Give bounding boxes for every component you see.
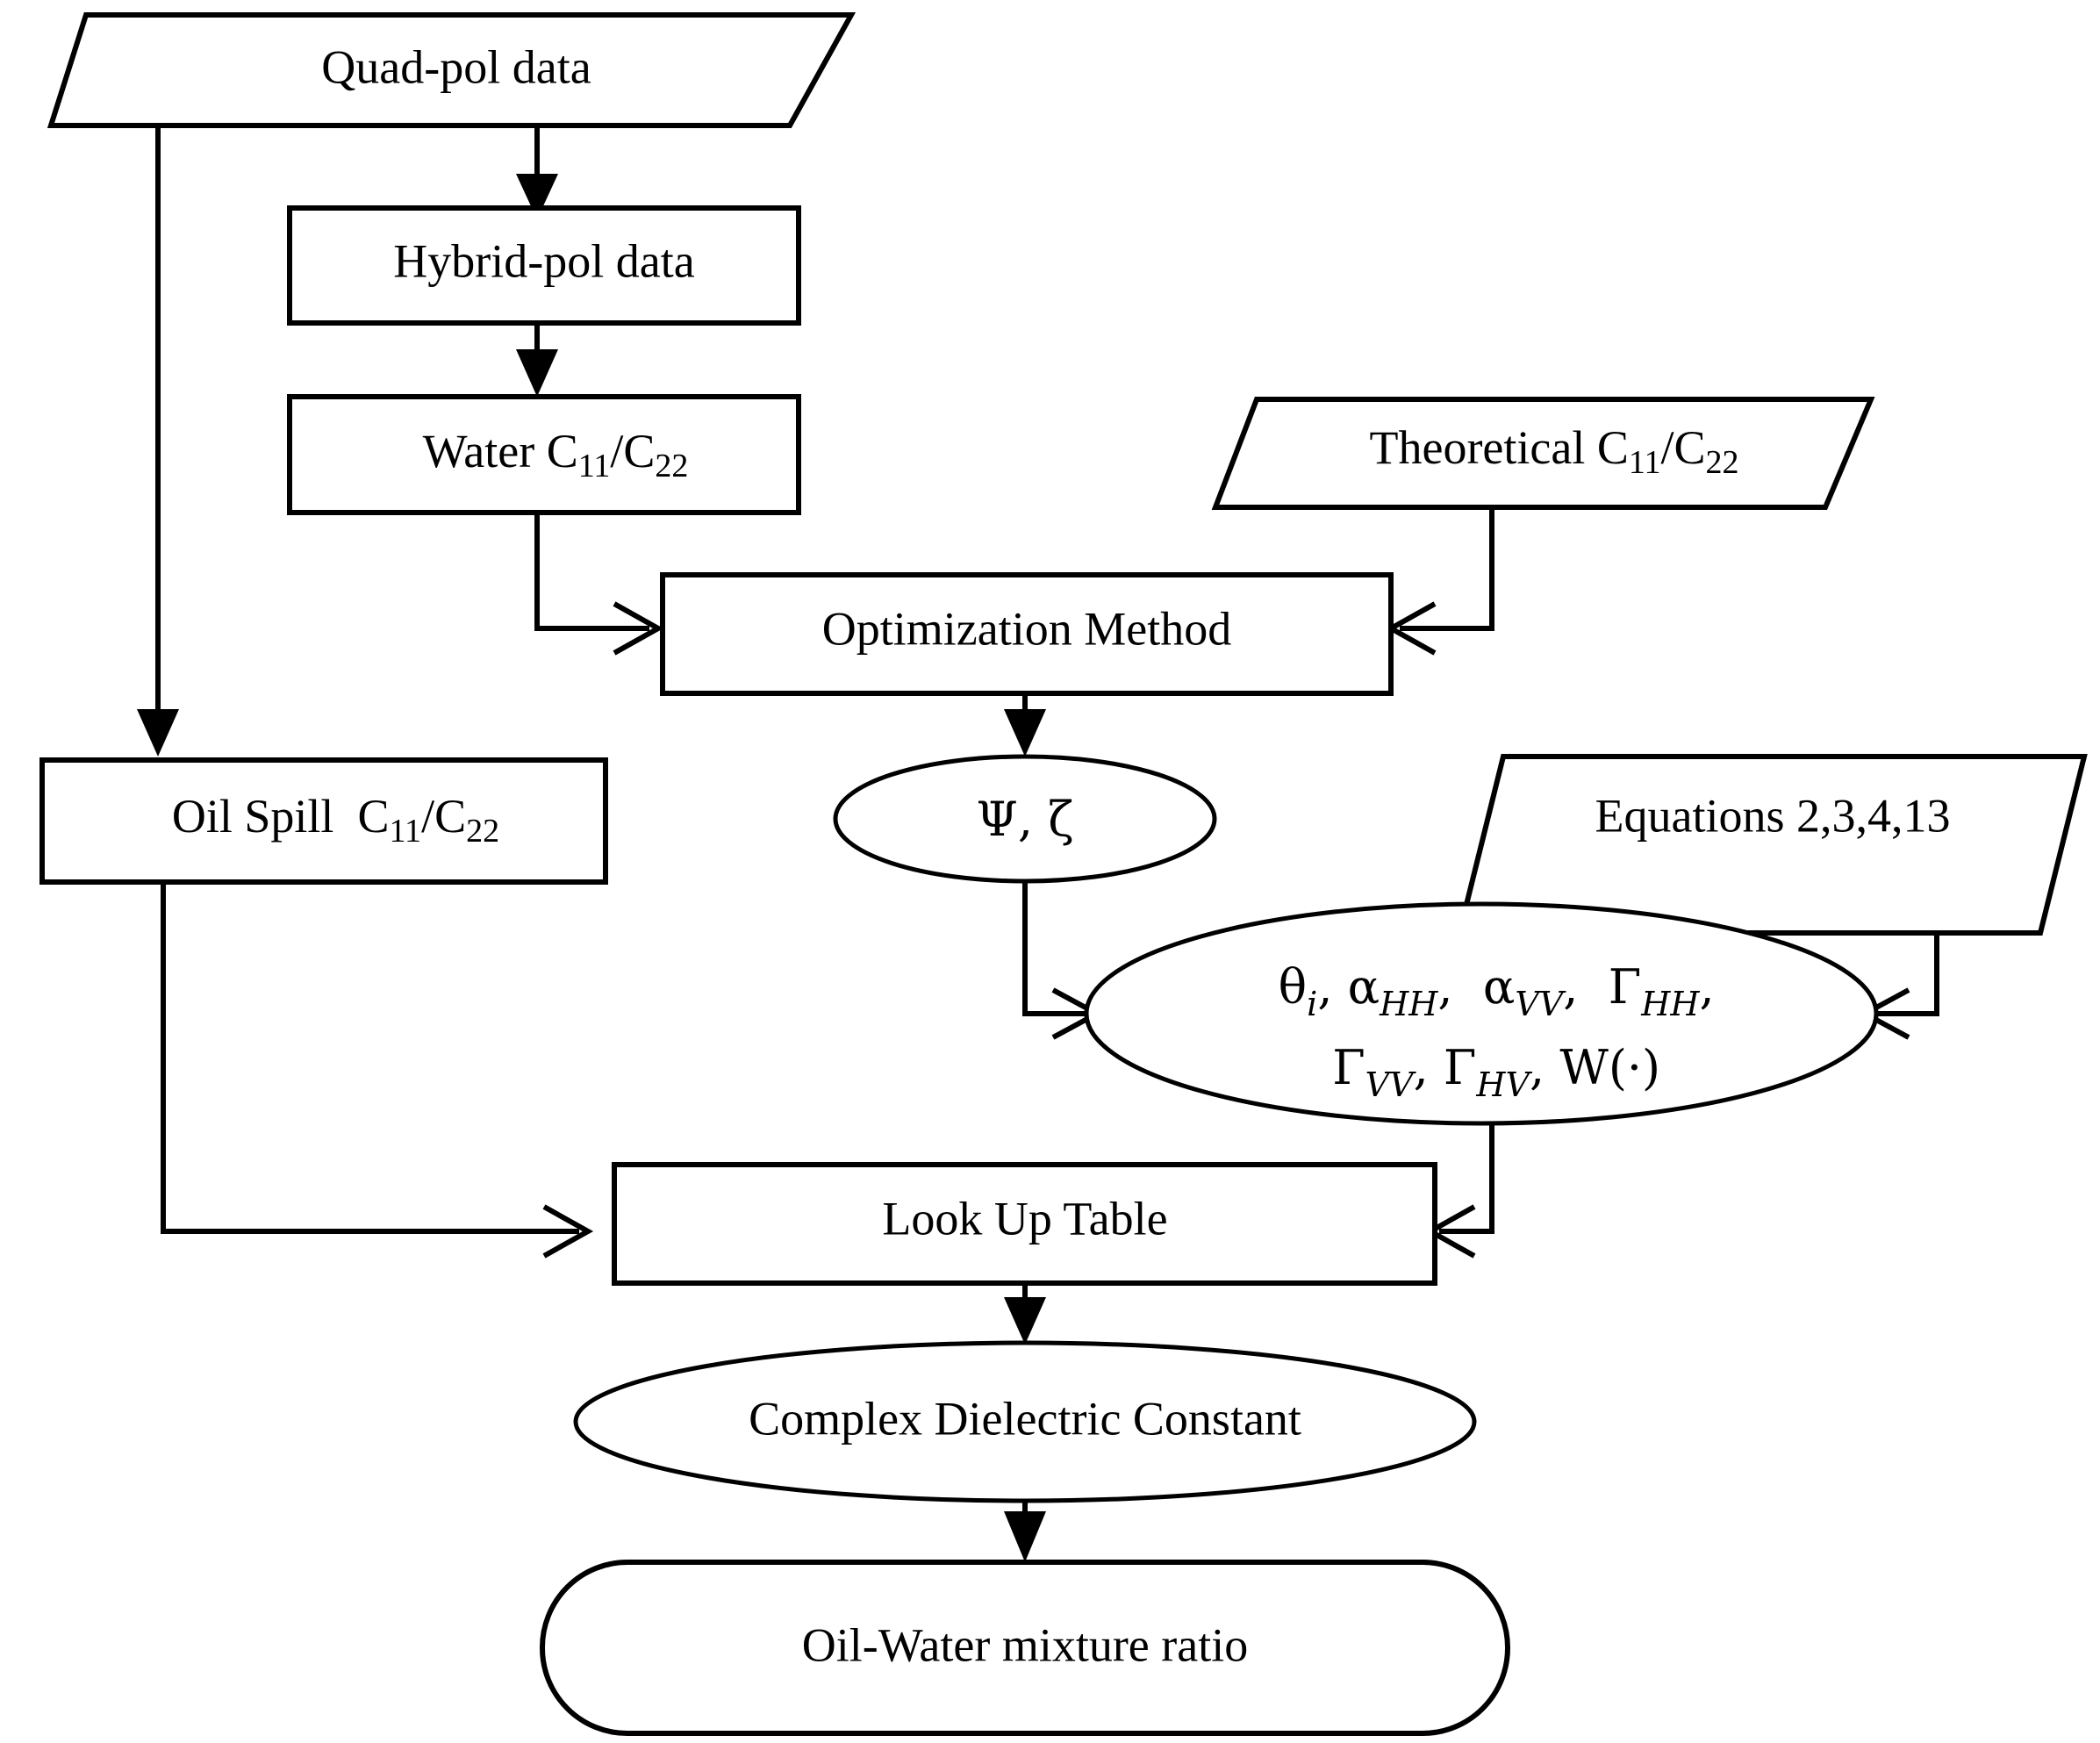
- p-gamma-hh-sub: HH: [1640, 985, 1700, 1023]
- oil-prefix: Oil Spill: [172, 790, 358, 843]
- node-label-ratio: Oil-Water mixture ratio: [802, 1618, 1248, 1671]
- theo-sub1: 11: [1629, 444, 1661, 481]
- p-sep4: ,: [1700, 959, 1715, 1015]
- water-prefix: Water: [423, 425, 547, 477]
- node-theoretical-c11-c22[interactable]: Theoretical C11/C22: [1211, 397, 1875, 510]
- p-sep6: ,: [1530, 1040, 1559, 1095]
- node-hybrid-pol-data[interactable]: Hybrid-pol data: [287, 205, 801, 326]
- p-alpha-hh-sub: HH: [1379, 985, 1438, 1023]
- p-sep5: ,: [1414, 1040, 1444, 1095]
- node-equations[interactable]: Equations 2,3,4,13: [1456, 754, 2088, 936]
- p-theta-sub: i: [1307, 985, 1317, 1023]
- edge-theoretical-to-optimization: [1385, 507, 1494, 656]
- theo-c1: C: [1597, 421, 1629, 474]
- node-optimization-method[interactable]: Optimization Method: [660, 572, 1394, 696]
- p-gamma-vv: Γ: [1332, 1040, 1365, 1095]
- node-label-dielectric: Complex Dielectric Constant: [749, 1392, 1301, 1445]
- theo-prefix: Theoretical: [1370, 421, 1597, 474]
- node-complex-dielectric-constant[interactable]: Complex Dielectric Constant: [573, 1340, 1477, 1503]
- oil-slash: /: [421, 790, 434, 843]
- edge-optimization-to-psizeta: [1004, 693, 1046, 757]
- p-gamma-hv: Γ: [1444, 1040, 1476, 1095]
- water-sub1: 11: [578, 448, 611, 484]
- edge-oilspill-to-lut: [161, 882, 594, 1259]
- p-gamma-hv-sub: HV: [1475, 1065, 1532, 1104]
- node-label-oil-spill: Oil Spill C11/C22: [65, 790, 582, 849]
- p-gamma-hh: Γ: [1609, 959, 1641, 1015]
- node-oil-water-mixture-ratio[interactable]: Oil-Water mixture ratio: [540, 1560, 1510, 1736]
- p-alpha-vv: α: [1483, 959, 1515, 1015]
- node-label-lut: Look Up Table: [882, 1192, 1167, 1244]
- oil-sub2: 22: [466, 813, 499, 850]
- node-quad-pol-data[interactable]: Quad-pol data: [47, 12, 856, 128]
- oil-c1: C: [357, 790, 389, 843]
- p-theta: θ: [1279, 959, 1308, 1015]
- theo-c2: C: [1674, 421, 1706, 474]
- edge-dielectric-to-ratio: [1004, 1501, 1046, 1562]
- p-gamma-vv-sub: VV: [1365, 1065, 1416, 1104]
- node-label-equations: Equations 2,3,4,13: [1595, 789, 1951, 842]
- theo-sub2: 22: [1706, 444, 1739, 481]
- water-sub2: 22: [655, 448, 688, 484]
- p-sep3: ,: [1563, 959, 1609, 1015]
- water-c1: C: [547, 425, 578, 477]
- node-label-psi-zeta: Ψ, ζ: [977, 792, 1074, 847]
- theo-slash: /: [1660, 421, 1674, 474]
- node-water-c11-c22[interactable]: Water C11/C22: [287, 394, 801, 515]
- edge-quadpol-to-hybridpol: [516, 126, 558, 219]
- oil-sub1: 11: [389, 813, 421, 850]
- edge-water-to-optimization: [534, 513, 664, 656]
- oil-c2: C: [434, 790, 466, 843]
- p-sep1: ,: [1317, 959, 1347, 1015]
- node-oil-spill-c11-c22[interactable]: Oil Spill C11/C22: [39, 757, 608, 885]
- edge-lut-to-dielectric: [1004, 1283, 1046, 1345]
- water-slash: /: [610, 425, 623, 477]
- edge-params-to-lut: [1424, 1123, 1494, 1259]
- p-w-func: W(·): [1559, 1040, 1660, 1095]
- p-alpha-hh: α: [1348, 959, 1380, 1015]
- node-label-quad-pol: Quad-pol data: [321, 40, 591, 93]
- p-sep2: ,: [1437, 959, 1483, 1015]
- water-c2: C: [623, 425, 655, 477]
- node-label-optimization: Optimization Method: [822, 602, 1231, 655]
- node-label-hybrid-pol: Hybrid-pol data: [393, 234, 694, 287]
- node-look-up-table[interactable]: Look Up Table: [612, 1162, 1437, 1286]
- node-parameters-ellipse[interactable]: θi, αHH, αVV, ΓHH, ΓVV, ΓHV, W(·): [1084, 901, 1879, 1126]
- node-label-water: Water C11/C22: [317, 425, 771, 484]
- node-label-theoretical: Theoretical C11/C22: [1264, 421, 1822, 480]
- edge-quadpol-to-oilspill: [137, 126, 179, 757]
- p-alpha-vv-sub: VV: [1515, 985, 1566, 1023]
- edge-hybridpol-to-water: [516, 323, 558, 397]
- node-label-params-line1: θi, αHH, αVV, ΓHH,: [1143, 959, 1820, 1023]
- node-psi-zeta[interactable]: Ψ, ζ: [833, 754, 1217, 884]
- node-label-params-line2: ΓVV, ΓHV, W(·): [1197, 1040, 1767, 1104]
